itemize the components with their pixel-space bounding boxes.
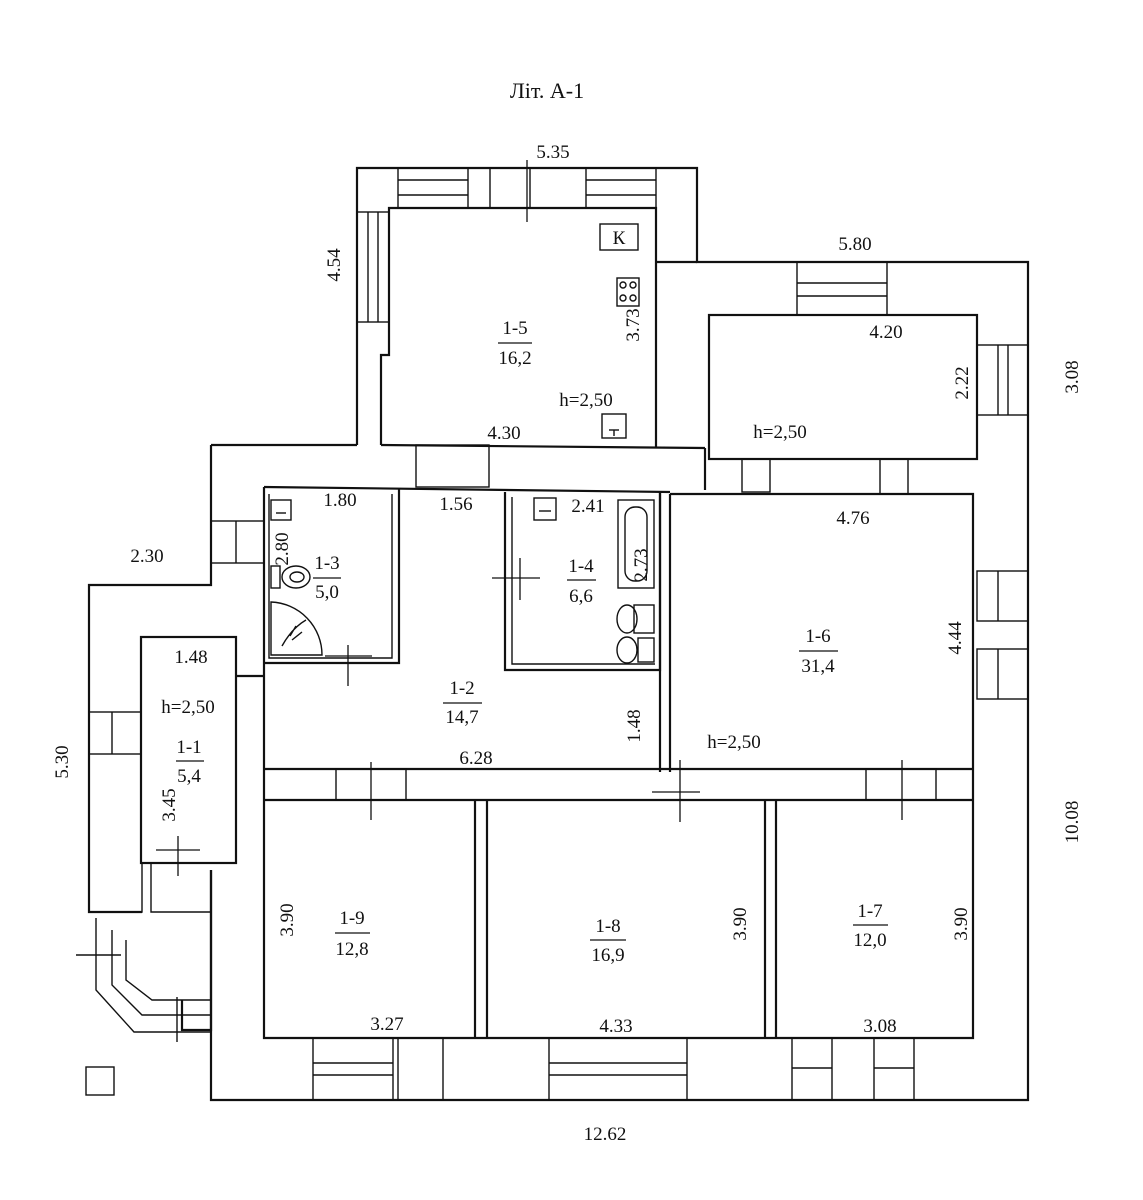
toilet-icon <box>270 565 311 589</box>
washbasin-icon <box>270 499 292 521</box>
stove-k-icon <box>599 223 639 251</box>
annex-dim-width: 4.20 <box>869 322 902 343</box>
room-1-6: 4.76 1-6 31,4 4.44 h=2,50 <box>707 508 966 753</box>
dim-entry-top: 2.30 <box>130 546 163 567</box>
room-1-6-height: h=2,50 <box>707 732 760 753</box>
room-1-4-number: 1-4 <box>568 556 594 577</box>
room-1-9-dim-depth: 3.90 <box>277 903 298 936</box>
room-1-7-area: 12,0 <box>853 930 886 951</box>
room-1-1-height: h=2,50 <box>161 697 214 718</box>
annex-room: 4.20 2.22 h=2,50 <box>753 322 973 443</box>
dim-right-lower: 10.08 <box>1062 801 1083 844</box>
room-1-5: 1-5 16,2 3.73 h=2,50 4.30 <box>487 308 644 444</box>
cooktop-icon <box>616 277 640 307</box>
room-1-1-area: 5,4 <box>177 766 201 787</box>
room-1-5-area: 16,2 <box>498 348 531 369</box>
windows <box>88 167 1029 1101</box>
plan-title: Літ. А-1 <box>510 78 584 103</box>
bathtub-icon <box>617 499 655 589</box>
room-1-8-number: 1-8 <box>595 916 620 937</box>
room-1-9-dim-width: 3.27 <box>370 1014 403 1035</box>
room-1-9: 1-9 12,8 3.90 3.27 <box>277 903 404 1035</box>
room-1-2: 1.56 1-2 14,7 6.28 1.48 <box>439 494 645 769</box>
room-1-5-number: 1-5 <box>502 318 527 339</box>
room-1-7-dim-width: 3.08 <box>863 1016 896 1037</box>
room-1-2-area: 14,7 <box>445 707 478 728</box>
annex-dim-depth: 2.22 <box>952 366 973 399</box>
room-1-6-number: 1-6 <box>805 626 830 647</box>
room-1-1-number: 1-1 <box>176 737 201 758</box>
room-1-8-dim-depth: 3.90 <box>730 907 751 940</box>
room-1-1: 1.48 h=2,50 1-1 5,4 3.45 <box>159 647 215 822</box>
room-1-8-area: 16,9 <box>591 945 624 966</box>
room-1-4: 2.41 1-4 6,6 2.73 <box>567 496 652 607</box>
room-1-2-dim-width: 1.56 <box>439 494 472 515</box>
inner-walls <box>89 206 979 1040</box>
room-1-1-dim-length: 3.45 <box>159 788 180 821</box>
room-1-2-dim-depth: 1.48 <box>624 709 645 742</box>
room-1-5-height: h=2,50 <box>559 390 612 411</box>
room-1-3-number: 1-3 <box>314 553 339 574</box>
room-1-7-dim-depth: 3.90 <box>951 907 972 940</box>
legend-square <box>85 1066 115 1096</box>
sink-icon <box>601 413 627 439</box>
room-1-4-dim-width: 2.41 <box>571 496 604 517</box>
room-1-5-dim-width: 4.30 <box>487 423 520 444</box>
shower-icon <box>270 601 323 656</box>
dim-annex-side: 3.08 <box>1062 360 1083 393</box>
basin-icon <box>533 497 557 521</box>
room-1-4-dim-length: 2.73 <box>631 548 652 581</box>
door-marks <box>156 160 903 876</box>
stove-symbol: К <box>613 228 626 249</box>
dim-bottom: 12.62 <box>584 1124 627 1145</box>
room-1-3-dim-length: 2.80 <box>272 532 293 565</box>
room-1-5-dim-depth: 3.73 <box>623 308 644 341</box>
room-1-6-dim-width: 4.76 <box>836 508 869 529</box>
room-1-6-area: 31,4 <box>801 656 835 677</box>
fixtures: К <box>76 223 655 1096</box>
room-1-1-dim-width: 1.48 <box>174 647 207 668</box>
room-1-3-area: 5,0 <box>315 582 339 603</box>
room-1-7: 1-7 12,0 3.90 3.08 <box>853 901 972 1037</box>
room-1-4-area: 6,6 <box>569 586 593 607</box>
room-1-9-area: 12,8 <box>335 939 368 960</box>
room-1-2-dim-length: 6.28 <box>459 748 492 769</box>
outer-dimensions: 5.35 4.54 5.80 3.08 2.30 5.30 10.08 12.6… <box>52 142 1083 1145</box>
dim-annex-top: 5.80 <box>838 234 871 255</box>
room-1-8-dim-width: 4.33 <box>599 1016 632 1037</box>
room-1-7-number: 1-7 <box>857 901 882 922</box>
room-1-3: 1.80 2.80 1-3 5,0 <box>272 490 357 603</box>
dim-left-upper: 4.54 <box>324 248 345 282</box>
room-1-2-number: 1-2 <box>449 678 474 699</box>
room-1-9-number: 1-9 <box>339 908 364 929</box>
room-1-6-dim-depth: 4.44 <box>945 621 966 655</box>
toilet-icon-2 <box>616 604 655 664</box>
dim-top: 5.35 <box>536 142 569 163</box>
room-1-3-dim-width: 1.80 <box>323 490 356 511</box>
room-1-8: 1-8 16,9 3.90 4.33 <box>590 907 751 1037</box>
dim-left-lower: 5.30 <box>52 745 73 778</box>
annex-height: h=2,50 <box>753 422 806 443</box>
